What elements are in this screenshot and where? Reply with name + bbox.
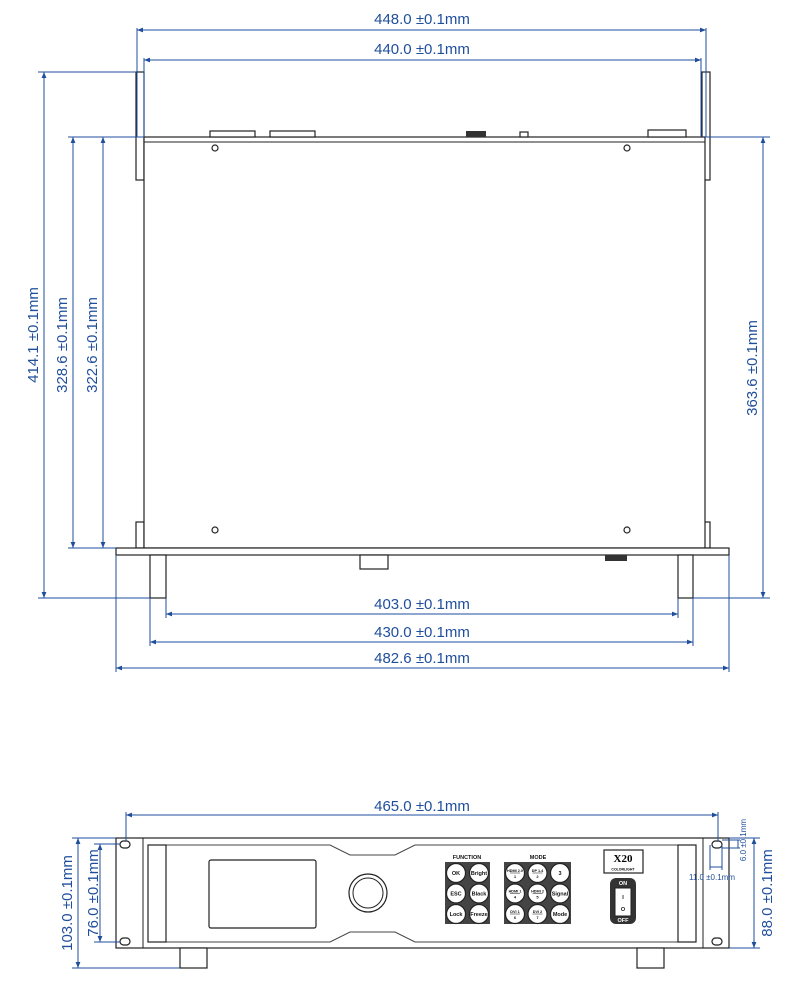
mount-slot xyxy=(119,840,131,849)
switch-off-label: OFF xyxy=(618,918,630,924)
function-button-label: ESC xyxy=(450,892,461,898)
left-handle xyxy=(149,554,167,599)
screw-icon xyxy=(211,144,219,152)
dim-465: 465.0 ±0.1mm xyxy=(374,798,470,815)
dim-403: 403.0 ±0.1mm xyxy=(374,596,470,613)
knob[interactable] xyxy=(348,873,388,913)
function-button[interactable] xyxy=(468,903,490,925)
connector xyxy=(519,131,529,138)
mode-button-label: 3 xyxy=(558,871,561,877)
dim-6: 6.0 ±0.1mm xyxy=(739,819,748,862)
dim-440: 440.0 ±0.1mm xyxy=(374,41,470,58)
front-flange xyxy=(115,547,730,556)
chassis-top xyxy=(143,136,706,549)
mode-button-label: DVI 1 xyxy=(510,910,520,914)
foot xyxy=(179,947,208,969)
dim-88: 88.0 ±0.1mm xyxy=(759,849,776,936)
dim-103: 103.0 ±0.1mm xyxy=(59,855,76,951)
function-button[interactable] xyxy=(445,883,467,904)
mode-button-number: 1 xyxy=(514,874,517,879)
mode-button[interactable] xyxy=(549,862,571,884)
mode-button-number: 5 xyxy=(536,895,539,900)
function-button[interactable] xyxy=(445,862,467,884)
mount-slot xyxy=(711,840,723,849)
screw-icon xyxy=(623,144,631,152)
dim-363: 363.6 ±0.1mm xyxy=(744,320,761,416)
logo xyxy=(603,849,644,874)
mount-slot xyxy=(119,937,131,946)
dim-448: 448.0 ±0.1mm xyxy=(374,11,470,28)
connector xyxy=(647,129,687,138)
mode-button-label: Signal xyxy=(552,892,569,898)
function-button-label: Freeze xyxy=(470,912,487,918)
function-label: FUNCTION xyxy=(453,855,481,861)
dim-430: 430.0 ±0.1mm xyxy=(374,624,470,641)
screw-icon xyxy=(623,526,631,534)
mode-button-number: 6 xyxy=(514,915,517,920)
mode-button-label: Mode xyxy=(553,912,567,918)
dim-414: 414.1 ±0.1mm xyxy=(25,287,42,383)
mode-button-label: DVI 2 xyxy=(533,910,543,914)
mode-button-label: DP 1.4 xyxy=(532,869,544,873)
power-switch[interactable] xyxy=(614,887,632,917)
dim-11: 11.0 ±0.1mm xyxy=(689,873,735,882)
foot xyxy=(636,947,665,969)
dim-482: 482.6 ±0.1mm xyxy=(374,650,470,667)
knob-protrusion xyxy=(359,554,389,570)
mode-button[interactable] xyxy=(549,903,571,925)
mode-button-label: HDMI 2.0 xyxy=(507,869,523,873)
function-button-label: Bright xyxy=(471,871,487,877)
left-ear-rear xyxy=(135,521,145,549)
connector xyxy=(466,131,486,137)
screw-icon xyxy=(211,526,219,534)
mode-button[interactable] xyxy=(549,883,571,904)
function-button[interactable] xyxy=(468,862,490,884)
top-view: 448.0 ±0.1mm 440.0 ±0.1mm 414.1 ±0.1mm 3… xyxy=(25,11,770,672)
switch-on-symbol: I xyxy=(622,895,624,901)
right-handle xyxy=(677,554,694,599)
function-button[interactable] xyxy=(445,903,467,925)
function-button-label: Black xyxy=(472,892,488,898)
lcd-screen xyxy=(208,859,317,929)
dim-328: 328.6 ±0.1mm xyxy=(54,297,71,393)
left-handle xyxy=(147,844,167,943)
connector xyxy=(209,130,256,138)
logo-model: X20 xyxy=(614,853,633,865)
function-button-label: Lock xyxy=(450,912,464,918)
mode-button-number: 7 xyxy=(536,915,539,920)
dim-322: 322.6 ±0.1mm xyxy=(84,297,101,393)
dim-76: 76.0 ±0.1mm xyxy=(85,849,102,936)
right-handle xyxy=(677,844,697,943)
panel-contour xyxy=(166,844,678,943)
logo-brand: COLORLIGHT xyxy=(611,868,635,872)
mode-button-label: HDMI 1 xyxy=(509,890,522,894)
function-button-label: OK xyxy=(452,871,460,877)
mount-slot xyxy=(711,937,723,946)
mode-button-number: 2 xyxy=(536,874,539,879)
connector xyxy=(269,130,316,138)
mode-label: MODE xyxy=(530,855,547,861)
switch-on-label: ON xyxy=(619,881,627,887)
switch-off-symbol: O xyxy=(621,907,626,913)
function-button[interactable] xyxy=(468,883,490,904)
switch-protrusion xyxy=(605,555,627,561)
mode-button-label: HDMI 2 xyxy=(531,890,544,894)
mode-button-number: 4 xyxy=(514,895,517,900)
